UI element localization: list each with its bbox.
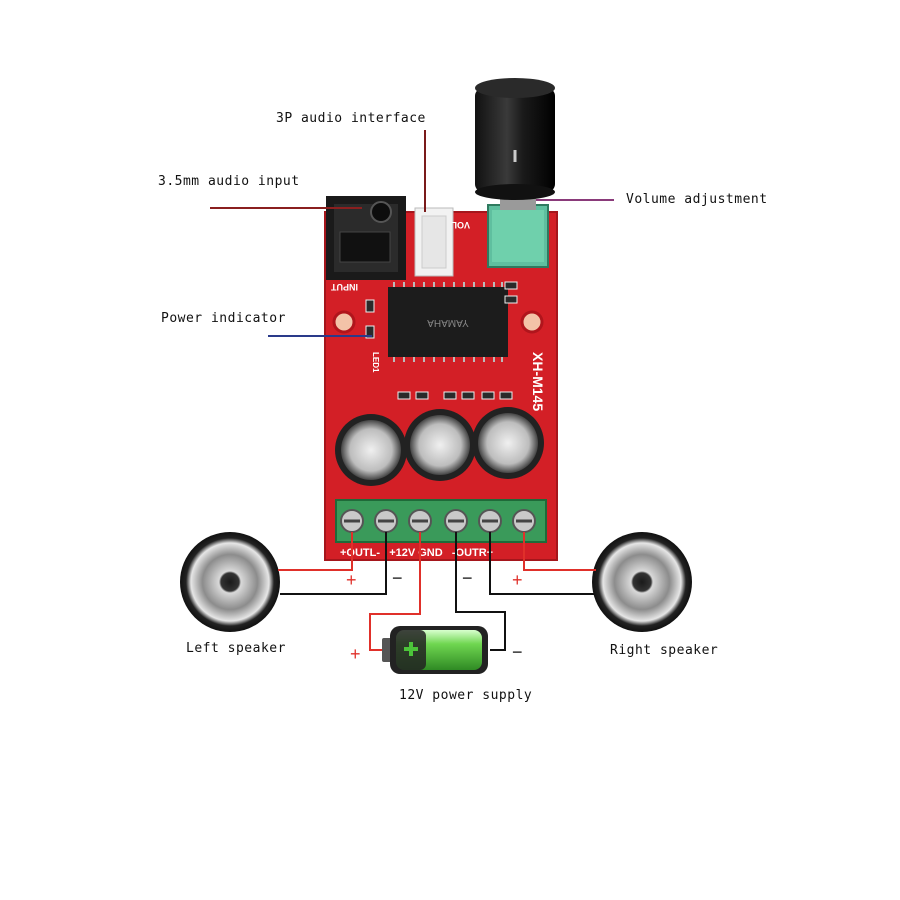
capacitor — [472, 407, 544, 479]
volume-knob — [475, 78, 555, 200]
connector-3p — [414, 207, 454, 277]
label-12v-power-supply: 12V power supply — [399, 688, 533, 703]
right-minus-mark: − — [462, 568, 473, 588]
volume-potentiometer — [487, 190, 549, 268]
terminal-silkscreen: +OUTL- +12V GND -OUTR+ — [340, 547, 493, 559]
capacitor — [404, 409, 476, 481]
mounting-hole — [332, 310, 356, 334]
led-silkscreen: LED1 — [371, 352, 380, 373]
vol-silkscreen: VOL — [451, 220, 470, 230]
wire-right-plus — [523, 532, 596, 571]
capacitor — [335, 414, 407, 486]
wire-left-plus — [278, 532, 353, 571]
label-3p-audio-interface: 3P audio interface — [276, 111, 426, 126]
wire-battery-minus — [455, 532, 506, 651]
model-silkscreen: XH-M145 — [530, 352, 546, 411]
label-35mm-audio-input: 3.5mm audio input — [158, 174, 300, 189]
label-power-indicator: Power indicator — [161, 311, 286, 326]
amplifier-chip: YAMAHA — [388, 282, 508, 362]
audio-jack-35mm — [326, 196, 406, 280]
mounting-hole — [520, 310, 544, 334]
battery-plus-mark: + — [350, 644, 361, 664]
wire-right-minus — [489, 532, 594, 595]
label-right-speaker: Right speaker — [610, 643, 719, 658]
battery — [382, 626, 488, 674]
smd-components — [365, 281, 518, 400]
input-silkscreen: INPUT — [330, 282, 358, 292]
screw-terminal-block — [335, 499, 547, 543]
left-minus-mark: − — [392, 568, 403, 588]
chip-text: YAMAHA — [427, 317, 469, 328]
battery-minus-mark: − — [512, 642, 523, 662]
left-speaker — [180, 532, 280, 632]
right-speaker — [592, 532, 692, 632]
wire-left-minus — [280, 532, 387, 595]
right-plus-mark: + — [512, 570, 523, 590]
wire-battery-plus — [369, 532, 421, 651]
left-plus-mark: + — [346, 570, 357, 590]
label-volume-adjustment: Volume adjustment — [626, 192, 768, 207]
label-left-speaker: Left speaker — [186, 641, 286, 656]
